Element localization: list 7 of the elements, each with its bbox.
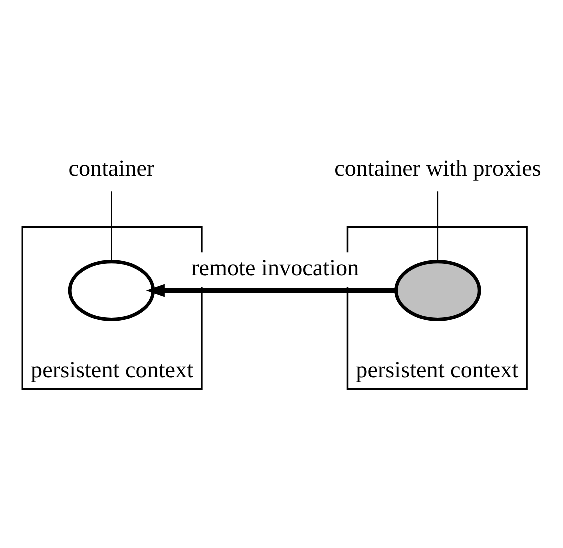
node-circle: [394, 260, 482, 322]
node-circle: [68, 260, 156, 322]
connector: [437, 192, 439, 262]
arrow: [146, 284, 396, 298]
node-text: container with proxies: [334, 156, 542, 182]
node-text: container: [68, 156, 155, 182]
connector: [111, 192, 112, 262]
